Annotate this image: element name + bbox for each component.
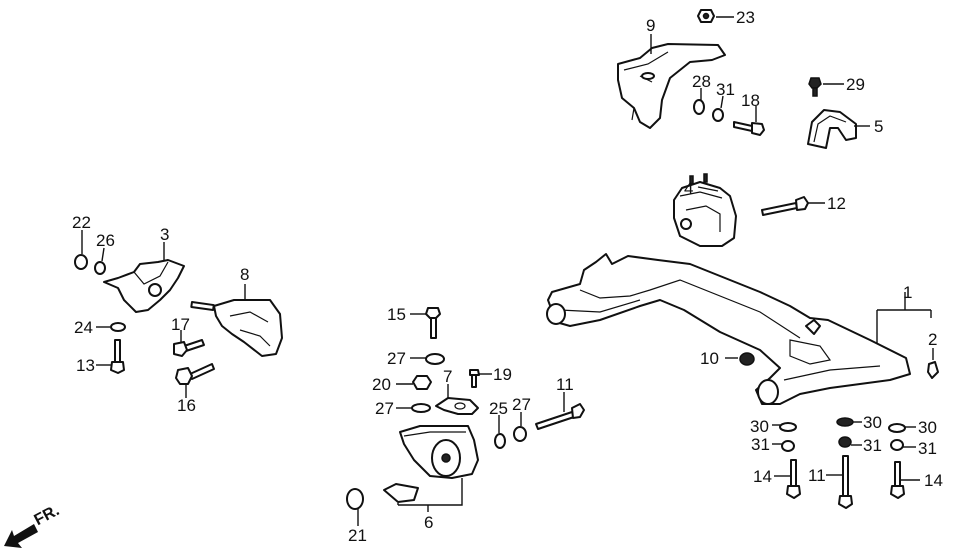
front-arrow-icon	[4, 524, 38, 548]
callout-1: 1	[903, 283, 913, 302]
part-30-washer	[888, 423, 906, 433]
callout-19: 19	[493, 365, 512, 384]
part-16-bolt	[175, 363, 215, 385]
part-29-bolt	[808, 77, 822, 97]
part-21-nut	[346, 488, 364, 510]
callout-21: 21	[348, 526, 367, 545]
part-27-washer	[425, 353, 445, 365]
part-4-mount	[673, 173, 737, 247]
part-9-bracket	[617, 43, 726, 129]
callout-29: 29	[846, 75, 865, 94]
callout-3: 3	[160, 225, 170, 244]
part-30-washer	[836, 417, 854, 427]
part-11-bolt	[535, 403, 585, 430]
part-25-washer	[494, 433, 506, 449]
part-1-subframe	[546, 253, 911, 405]
callout-14-left: 14	[753, 467, 772, 486]
callout-31-left: 31	[751, 435, 770, 454]
callout-22: 22	[72, 213, 91, 232]
callout-6: 6	[424, 513, 434, 532]
part-27-washer	[513, 426, 527, 442]
part-18-bolt	[733, 121, 765, 136]
part-6-mount	[383, 425, 479, 503]
callout-30-left: 30	[750, 417, 769, 436]
part-19-bolt	[469, 369, 480, 388]
callout-23: 23	[736, 8, 755, 27]
callout-9: 9	[646, 16, 656, 35]
callout-5: 5	[874, 117, 884, 136]
callout-24: 24	[74, 318, 93, 337]
callout-10: 10	[700, 349, 719, 368]
part-2-clip	[927, 361, 939, 379]
callout-12: 12	[827, 194, 846, 213]
callout-30-right: 30	[918, 418, 937, 437]
callout-26: 26	[96, 231, 115, 250]
callout-25: 25	[489, 399, 508, 418]
callout-31-top: 31	[716, 80, 735, 99]
part-13-bolt	[110, 339, 125, 374]
part-12-bolt	[761, 196, 809, 216]
callout-2: 2	[928, 330, 938, 349]
part-22-nut	[74, 254, 88, 270]
callout-31-right: 31	[918, 439, 937, 458]
callout-14-right: 14	[924, 471, 943, 490]
part-28-washer	[693, 99, 705, 115]
callout-11-upper: 11	[556, 375, 574, 394]
part-14-bolt	[890, 461, 905, 499]
callout-28: 28	[692, 72, 711, 91]
part-15-bolt	[425, 307, 441, 339]
part-5-stopper	[807, 109, 857, 149]
callout-20: 20	[372, 375, 391, 394]
part-7-plate	[435, 397, 479, 415]
part-20-nut	[412, 375, 432, 390]
part-23-nut	[697, 9, 715, 23]
part-11-bolt	[838, 455, 853, 509]
callout-30-center: 30	[863, 413, 882, 432]
callout-27-upper: 27	[387, 349, 406, 368]
callout-11-lower: 11	[808, 466, 826, 485]
callout-7: 7	[443, 367, 453, 386]
part-31-washer	[712, 108, 724, 122]
callout-31-center: 31	[863, 436, 882, 455]
callout-16: 16	[177, 396, 196, 415]
part-26-washer	[94, 261, 106, 275]
callout-27-middle: 27	[375, 399, 394, 418]
part-17-bolt	[173, 339, 205, 357]
callout-17: 17	[171, 315, 190, 334]
part-31-washer	[781, 440, 795, 452]
part-3-bracket	[103, 259, 185, 313]
part-24-washer	[110, 322, 126, 332]
part-8-mount	[190, 299, 283, 357]
part-30-washer	[779, 422, 797, 432]
callout-27-right: 27	[512, 395, 531, 414]
callout-18: 18	[741, 91, 760, 110]
part-10-cap	[739, 352, 755, 366]
callout-15: 15	[387, 305, 406, 324]
callout-4: 4	[684, 179, 694, 198]
part-31-washer	[838, 436, 852, 448]
part-31-washer	[890, 439, 904, 451]
callout-8: 8	[240, 265, 250, 284]
part-27-washer	[411, 403, 431, 413]
callout-13: 13	[76, 356, 95, 375]
part-14-bolt	[786, 459, 801, 499]
